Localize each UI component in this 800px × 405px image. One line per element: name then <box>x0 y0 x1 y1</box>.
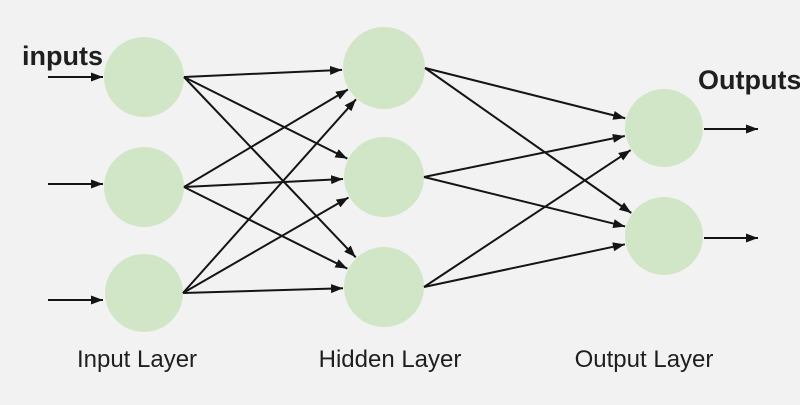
input-node <box>105 254 183 332</box>
edge-h2-o2 <box>423 176 626 228</box>
input-layer-label: Input Layer <box>77 346 197 373</box>
edge-i1-h2 <box>183 76 348 160</box>
outputs-label: Outputs <box>698 65 800 95</box>
hidden-node <box>344 137 424 217</box>
edge-h1-o1 <box>424 67 626 120</box>
edge-i3-h1 <box>182 98 357 294</box>
edge-i2-h3 <box>183 186 348 270</box>
edges-group <box>182 65 632 294</box>
hidden-node <box>344 247 424 327</box>
input-node <box>104 37 184 117</box>
edge-h2-o1 <box>423 133 626 178</box>
edge-i3-h3 <box>182 284 344 294</box>
output-node <box>625 89 703 167</box>
edge-h1-o2 <box>424 67 632 214</box>
edge-i2-h2 <box>183 175 344 188</box>
edge-h3-o2 <box>423 242 626 288</box>
hidden-layer-label: Hidden Layer <box>319 346 462 373</box>
edge-i2-h1 <box>183 88 349 188</box>
output-layer-label: Output Layer <box>575 346 714 373</box>
nodes-group <box>104 27 703 332</box>
output-node <box>625 197 703 275</box>
edge-i1-h1 <box>183 65 343 78</box>
inputs-label: inputs <box>22 41 103 71</box>
input-node <box>104 147 184 227</box>
edge-i3-h2 <box>182 196 349 294</box>
io-arrows-group <box>48 72 758 305</box>
hidden-node <box>343 27 425 109</box>
edge-h3-o1 <box>423 149 632 288</box>
edge-i1-h3 <box>183 76 357 258</box>
